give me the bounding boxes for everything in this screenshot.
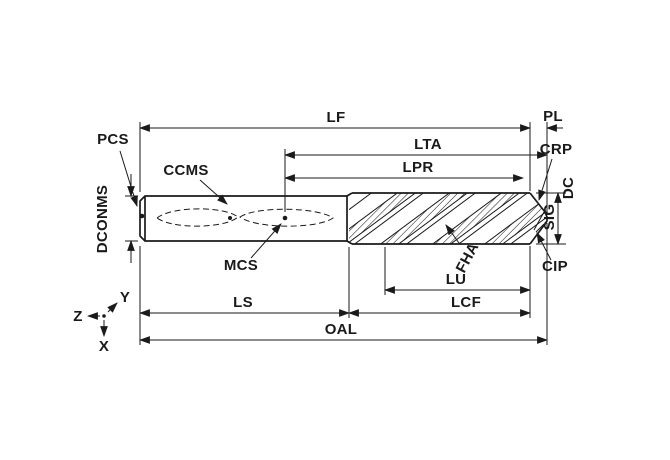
reference-dot xyxy=(228,216,232,220)
leader-label-ccms: CCMS xyxy=(163,162,208,179)
flute-line xyxy=(455,193,531,244)
reference-dot xyxy=(139,213,145,219)
dim-label-lu: LU xyxy=(446,271,467,288)
label-pcs: PCS xyxy=(97,131,138,208)
dimension-ls: LS xyxy=(138,294,351,317)
leader-label-fha: FHA xyxy=(453,240,483,276)
leader-label-mcs: MCS xyxy=(224,257,258,274)
clamping-surface-mcs-outline xyxy=(239,208,334,227)
dimension-dc: DC xyxy=(554,177,577,246)
label-mcs: MCS xyxy=(224,223,282,274)
dim-label-ls: LS xyxy=(233,294,253,311)
axis-x-label: X xyxy=(99,338,109,355)
leader-label-sig: SIG xyxy=(541,204,558,231)
dim-label-lpr: LPR xyxy=(403,159,434,176)
flute-line xyxy=(507,193,547,244)
dimension-lf: LF xyxy=(138,109,532,132)
leader-label-pcs: PCS xyxy=(97,131,129,148)
label-sig: SIG xyxy=(541,204,558,231)
leader-line xyxy=(445,224,460,244)
clamping-surface-ccms-outline xyxy=(156,208,239,227)
axis-y-arrow xyxy=(107,302,118,313)
axes-origin-dot xyxy=(102,314,106,318)
leader-line xyxy=(250,223,282,259)
dim-label-lta: LTA xyxy=(414,136,442,153)
label-cip: CIP xyxy=(536,232,568,275)
step-line xyxy=(346,192,353,197)
dimension-lpr: LPR xyxy=(283,159,525,182)
leader-line xyxy=(119,150,138,208)
drill-point-outline xyxy=(529,192,548,245)
point-edge-line xyxy=(535,223,545,233)
dim-label-dconms: DCONMS xyxy=(94,185,111,253)
drill-body xyxy=(139,192,548,245)
reference-dot xyxy=(282,215,288,221)
axis-z-label: Z xyxy=(73,308,82,325)
leader-label-cip: CIP xyxy=(542,258,568,275)
dim-label-oal: OAL xyxy=(325,321,358,338)
coordinate-axes: Z Y X xyxy=(73,289,130,355)
label-crp: CRP xyxy=(538,141,573,202)
leader-line xyxy=(538,158,553,202)
point-cutting-edge xyxy=(533,211,545,231)
leader-label-crp: CRP xyxy=(540,141,573,158)
dim-label-lcf: LCF xyxy=(451,294,481,311)
leader-line xyxy=(199,179,228,205)
dimension-dconms: DCONMS xyxy=(94,174,135,263)
drill-shank-outline xyxy=(139,195,348,242)
axis-y-label: Y xyxy=(120,289,130,306)
hatch-band xyxy=(349,193,420,244)
hatch-band xyxy=(376,193,472,244)
flute-line xyxy=(403,193,479,244)
dimension-pl: PL xyxy=(543,108,563,132)
label-ccms: CCMS xyxy=(163,162,228,205)
dimension-oal: OAL xyxy=(138,321,549,344)
dim-label-lf: LF xyxy=(327,109,346,126)
flute-line xyxy=(349,193,375,244)
dimension-lta: LTA xyxy=(283,136,549,159)
leader-line xyxy=(536,232,552,261)
dimension-lu: LU xyxy=(383,271,532,294)
dim-label-dc: DC xyxy=(560,177,577,199)
flute-line xyxy=(351,193,427,244)
dimension-lcf: LCF xyxy=(347,294,532,317)
dim-label-pl: PL xyxy=(543,108,563,125)
hatch-band xyxy=(480,193,547,244)
